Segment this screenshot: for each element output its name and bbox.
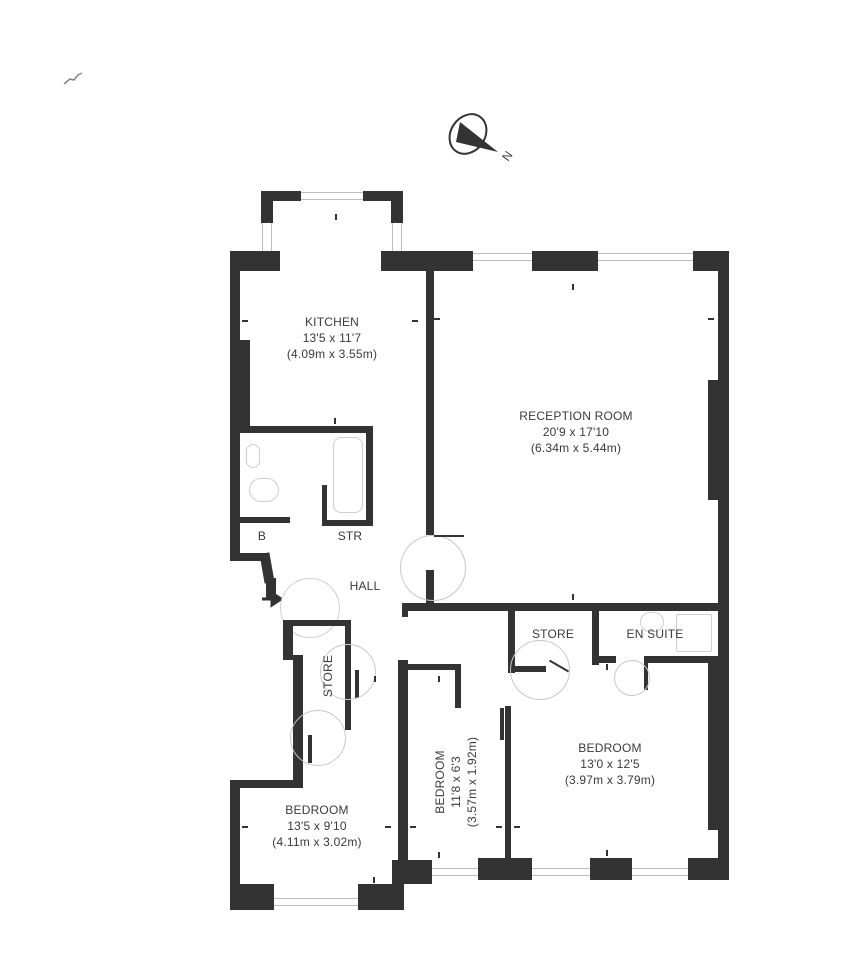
room-label-bedroom-left: BEDROOM 13'5 x 9'10 (4.11m x 3.02m): [272, 803, 362, 849]
bathtub: [333, 437, 363, 513]
room-label-store-left: STORE: [321, 654, 335, 698]
toilet: [249, 478, 279, 502]
north-arrow-icon: [448, 113, 498, 155]
room-label-store-right: STORE: [531, 627, 575, 641]
room-label-kitchen: KITCHEN 13'5 x 11'7 (4.09m x 3.55m): [286, 315, 378, 361]
entrance-door-swing: [280, 578, 340, 638]
room-label-hall: HALL: [349, 579, 381, 593]
room-label-str: STR: [337, 529, 363, 543]
room-label-reception: RECEPTION ROOM 20'9 x 17'10 (6.34m x 5.4…: [519, 409, 633, 455]
room-label-bedroom-main: BEDROOM 13'0 x 12'5 (3.97m x 3.79m): [564, 741, 656, 787]
sink: [246, 444, 260, 468]
room-label-en-suite: EN SUITE: [626, 627, 684, 641]
scribble-mark: [63, 72, 83, 85]
room-label-bedroom-small: BEDROOM 11'8 x 6'3 (3.57m x 1.92m): [433, 736, 479, 828]
room-label-boiler: B: [257, 529, 267, 543]
entrance-arrow-icon: [262, 590, 282, 608]
